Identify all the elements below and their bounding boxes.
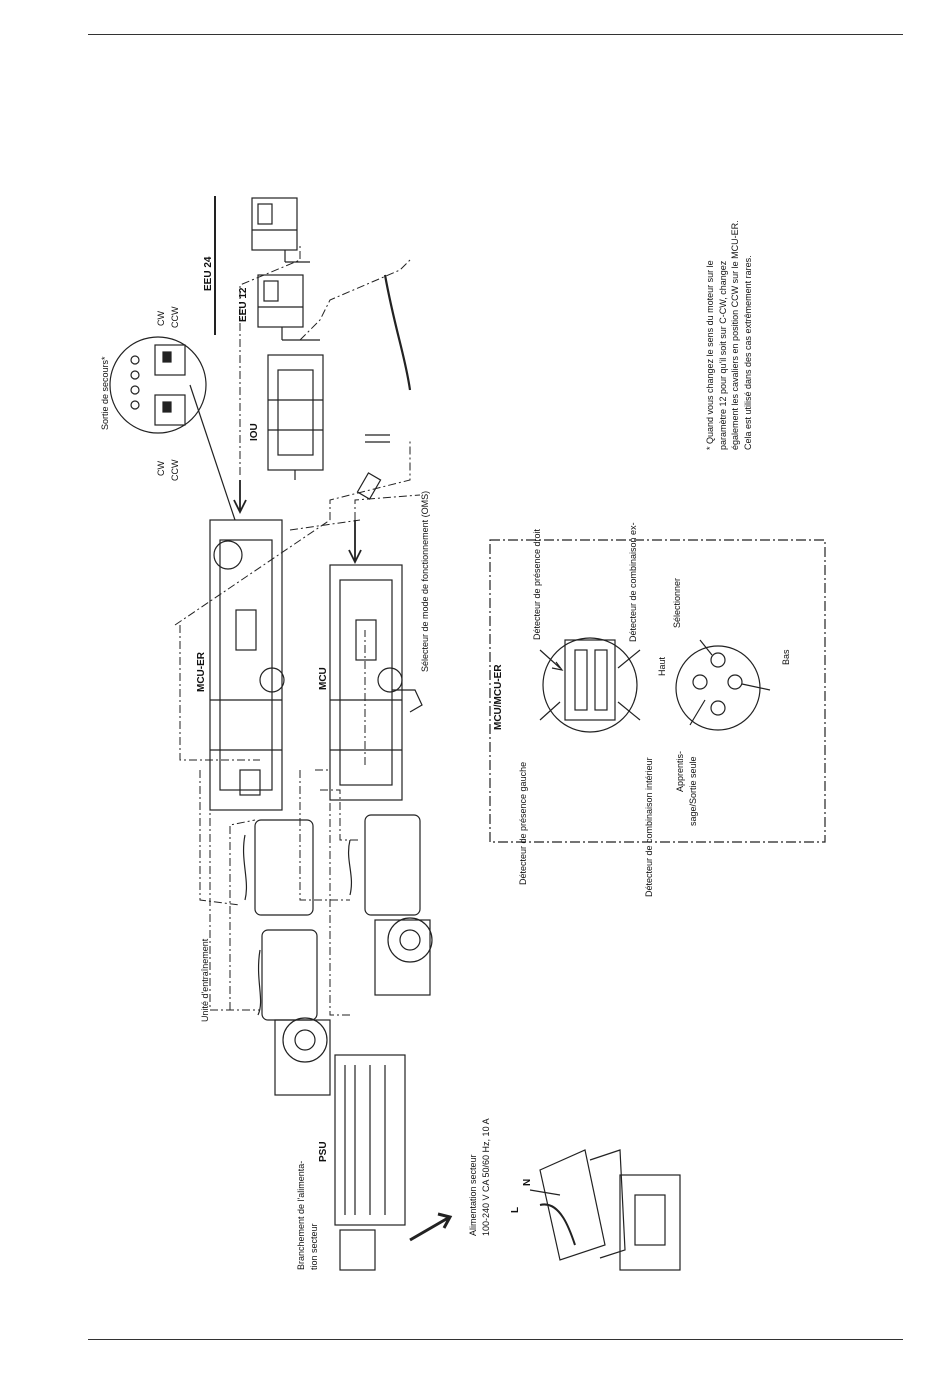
mcu-board: [329, 564, 423, 801]
eeu12-label: EEU 12: [238, 287, 249, 322]
det-presence-gauche-label: Détecteur de présence gauche: [518, 761, 528, 885]
bottom-rule: [88, 1339, 903, 1340]
sortie-secours-label: Sortie de secours*: [100, 356, 110, 430]
oms-connector: [356, 434, 390, 500]
det-comb-ex-label: Détecteur de combinaison ex-: [628, 522, 638, 642]
drive-unit-lower: [347, 814, 433, 996]
psu-label: PSU: [318, 1141, 329, 1162]
ccw-label-left: CCW: [170, 459, 180, 482]
ccw-label-right: CCW: [170, 306, 180, 329]
arrow-to-mains: [409, 1212, 453, 1242]
mcu-er-label: MCU-ER: [196, 652, 207, 692]
selectionner-label: Sélectionner: [672, 577, 682, 628]
mains-terminal: [529, 1149, 681, 1271]
eeu12-module: [257, 274, 320, 341]
drive-unit-upper: [242, 819, 331, 1096]
alim-label-line1: Alimentation secteur: [468, 1154, 478, 1236]
eeu-cable: [383, 274, 412, 391]
alim-label-line2: 100-240 V CA 50/60 Hz, 10 A: [481, 1118, 491, 1236]
eeu24-label: EEU 24: [203, 256, 214, 291]
det-comb-interieur-label: Détecteur de combinaison intérieur: [644, 757, 654, 897]
branchement-label-line2: tion secteur: [309, 1223, 319, 1270]
iou-label: IOU: [249, 423, 260, 441]
mcu-inset-box: [489, 539, 826, 843]
inset-title: MCU/MCU-ER: [493, 664, 504, 730]
mcu-label: MCU: [318, 667, 329, 690]
cable-lines: [174, 245, 421, 1016]
psu-unit: [334, 1054, 406, 1271]
det-presence-droit-label: Détecteur de présence droit: [532, 528, 542, 640]
haut-label: Haut: [657, 656, 667, 676]
apprentissage-label-line1: Apprentis-: [675, 750, 685, 792]
apprentissage-label-line2: sage/Sortie seule: [688, 756, 698, 826]
branchement-label-line1: Branchement de l'alimenta-: [296, 1160, 306, 1270]
footnote-cw-ccw: * Quand vous changez le sens du moteur s…: [705, 220, 753, 450]
cw-label-right: CW: [156, 311, 166, 326]
oms-label: Sélecteur de mode de fonctionnement (OMS…: [420, 490, 430, 672]
arrow-to-mcu: [348, 520, 362, 565]
iou-board: [267, 354, 324, 480]
sortie-secours-zoom: [109, 336, 236, 521]
terminal-n-label: N: [522, 1178, 533, 1186]
top-rule: [88, 34, 903, 35]
cw-label-left: CW: [156, 461, 166, 476]
bas-label: Bas: [781, 649, 791, 665]
mcu-er-board: [209, 519, 285, 811]
unite-entrainement-label: Unité d'entraînement: [200, 938, 210, 1022]
eeu24-module: [251, 197, 310, 263]
terminal-l-label: L: [510, 1206, 521, 1213]
arrow-to-mcu-er: [233, 480, 247, 515]
